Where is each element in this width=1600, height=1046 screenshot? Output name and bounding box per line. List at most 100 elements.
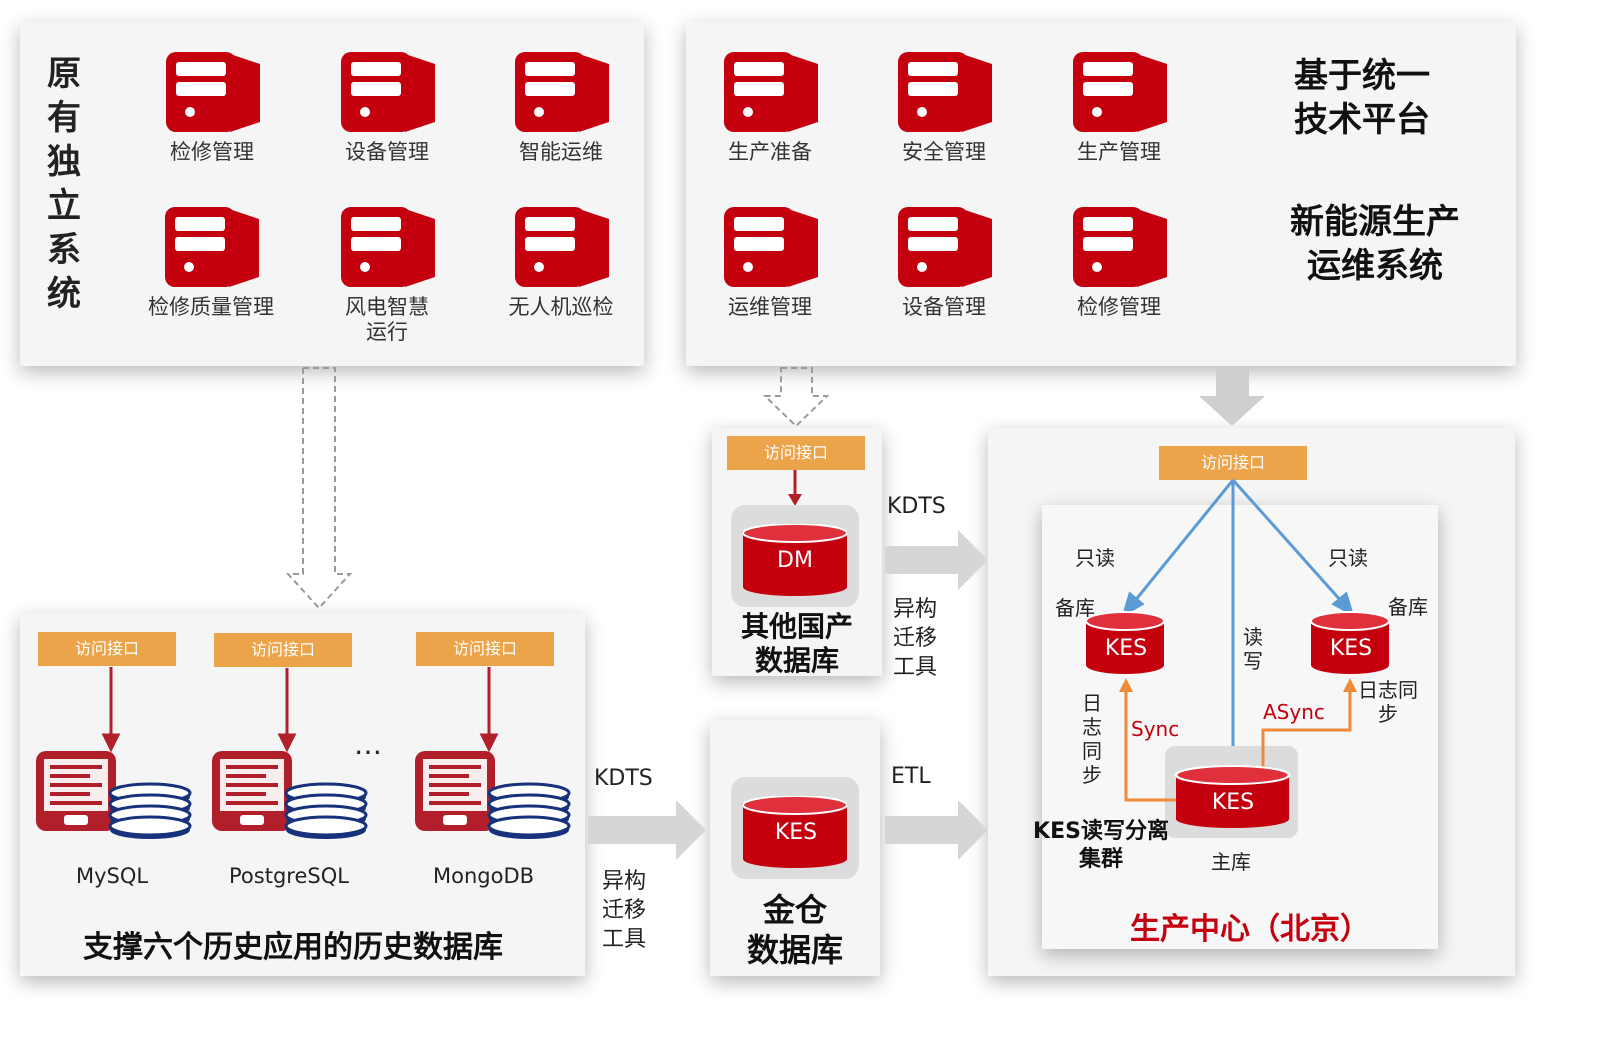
domestic-db-title-line: 其他国产	[740, 610, 853, 643]
legacy-item-maintenance: 检修管理	[137, 48, 287, 165]
jincang-db-label: KES	[774, 820, 818, 845]
server-icon	[166, 52, 260, 132]
server-icon	[1073, 207, 1167, 287]
hetero-tool-line: 工具	[893, 655, 938, 680]
legacy-systems-title: 原有独立系统	[47, 54, 81, 314]
legacy-item-drone: 无人机巡检	[486, 203, 636, 320]
kes-primary-label: KES	[1211, 790, 1255, 815]
log-sync-char: 日	[1082, 691, 1102, 715]
center-interface: 访问接口	[1159, 446, 1307, 480]
history-ellipsis: …	[354, 728, 384, 761]
cluster-title-line: 集群	[1078, 847, 1123, 872]
sync-label: Sync	[1131, 717, 1180, 741]
unified-item-label: 设备管理	[902, 295, 986, 319]
jincang-db-icon	[743, 796, 847, 868]
hetero-tool-line: 异构	[602, 869, 647, 894]
legacy-item-label: 无人机巡检	[508, 295, 614, 319]
history-interface-postgres: 访问接口	[214, 633, 352, 667]
kes-standby-left-icon	[1085, 611, 1165, 674]
hetero-tool-line: 迁移	[602, 898, 647, 923]
server-icon	[341, 52, 435, 132]
readwrite-char: 读	[1243, 625, 1263, 649]
server-icon	[515, 207, 609, 287]
unified-item-maintenance: 检修管理	[1044, 203, 1194, 320]
arrow-jincang-to-center	[885, 800, 988, 860]
standby-right-label: 备库	[1388, 595, 1428, 619]
kes-primary-icon	[1174, 765, 1291, 828]
mongodb-label: MongoDB	[433, 864, 535, 888]
log-sync-char: 步	[1082, 763, 1102, 787]
unified-item-label: 运维管理	[728, 295, 812, 319]
readonly-right-label: 只读	[1328, 546, 1368, 570]
unified-subtitle: 新能源生产 运维系统	[1270, 200, 1480, 288]
legacy-item-label: 风电智慧运行	[345, 295, 429, 344]
arrow-unified-to-center	[1199, 368, 1265, 426]
unified-item-label: 生产准备	[728, 140, 812, 164]
legacy-item-wind: 风电智慧运行	[312, 203, 462, 345]
etl-label: ETL	[891, 764, 931, 789]
sync-lines	[1124, 690, 1352, 802]
unified-subtitle-line: 运维系统	[1307, 246, 1443, 286]
kes-standby-right-icon	[1310, 611, 1390, 674]
postgresql-label: PostgreSQL	[229, 864, 349, 888]
kdts-top-label: KDTS	[887, 494, 946, 519]
cluster-title-line: KES读写分离	[1033, 819, 1169, 844]
server-icon	[1073, 52, 1167, 132]
kes-standby-left-label: KES	[1104, 636, 1148, 661]
hetero-tool-line: 迁移	[893, 626, 938, 651]
server-icon	[515, 52, 609, 132]
legacy-item-smart-ops: 智能运维	[486, 48, 636, 165]
legacy-item-label: 检修管理	[170, 140, 254, 164]
postgresql-db-icon	[212, 751, 368, 839]
hetero-tool-bottom: 异构 迁移 工具	[602, 867, 646, 954]
kes-standby-right-label: KES	[1329, 636, 1373, 661]
server-icon	[898, 52, 992, 132]
log-sync-char: 同	[1082, 739, 1102, 763]
readwrite-char: 写	[1243, 649, 1263, 673]
arrow-domestic-to-center	[885, 530, 988, 590]
domestic-access-arrow	[788, 470, 802, 506]
history-db-graphics	[36, 667, 571, 839]
unified-title-line: 基于统一	[1294, 56, 1430, 96]
jincang-db-title-line: 金仓	[762, 891, 827, 929]
server-icon	[724, 52, 818, 132]
unified-item-production: 生产管理	[1044, 48, 1194, 165]
jincang-db-title-line: 数据库	[746, 931, 843, 969]
hetero-tool-top: 异构 迁移 工具	[893, 595, 937, 682]
production-center-graphics	[1085, 479, 1390, 838]
log-sync-right-label: 日志同 步	[1358, 678, 1418, 726]
kdts-bottom-label: KDTS	[594, 766, 653, 791]
mysql-label: MySQL	[76, 864, 149, 888]
unified-item-safety: 安全管理	[869, 48, 1019, 165]
server-icon	[341, 207, 435, 287]
log-sync-char: 志	[1082, 715, 1102, 739]
server-icon	[724, 207, 818, 287]
legacy-item-equipment: 设备管理	[312, 48, 462, 165]
domestic-db-title: 其他国产 数据库	[712, 610, 882, 678]
mysql-db-icon	[36, 751, 192, 839]
unified-item-ops: 运维管理	[695, 203, 845, 320]
history-interface-mongo: 访问接口	[416, 632, 554, 666]
hetero-tool-line: 工具	[602, 927, 647, 952]
hetero-tool-line: 异构	[893, 597, 938, 622]
standby-left-label: 备库	[1055, 596, 1095, 620]
unified-item-prep: 生产准备	[695, 48, 845, 165]
legacy-item-quality: 检修质量管理	[121, 203, 301, 320]
history-interface-mysql: 访问接口	[38, 632, 176, 666]
unified-title: 基于统一 技术平台	[1262, 54, 1462, 142]
unified-subtitle-line: 新能源生产	[1290, 202, 1460, 242]
legacy-item-label: 智能运维	[519, 140, 603, 164]
server-icon	[898, 207, 992, 287]
unified-title-line: 技术平台	[1294, 100, 1430, 140]
dm-db-icon	[743, 524, 847, 596]
unified-item-label: 检修管理	[1077, 295, 1161, 319]
cluster-title: KES读写分离 集群	[1026, 818, 1176, 874]
jincang-db-title: 金仓 数据库	[710, 890, 880, 970]
sync-arrowheads	[1119, 678, 1357, 692]
arrow-history-to-jincang	[588, 800, 706, 860]
dashed-arrow-legacy-to-history	[285, 367, 353, 610]
mongodb-db-icon	[415, 751, 571, 839]
production-center-panel	[1042, 505, 1438, 949]
legacy-item-label: 检修质量管理	[148, 295, 274, 319]
